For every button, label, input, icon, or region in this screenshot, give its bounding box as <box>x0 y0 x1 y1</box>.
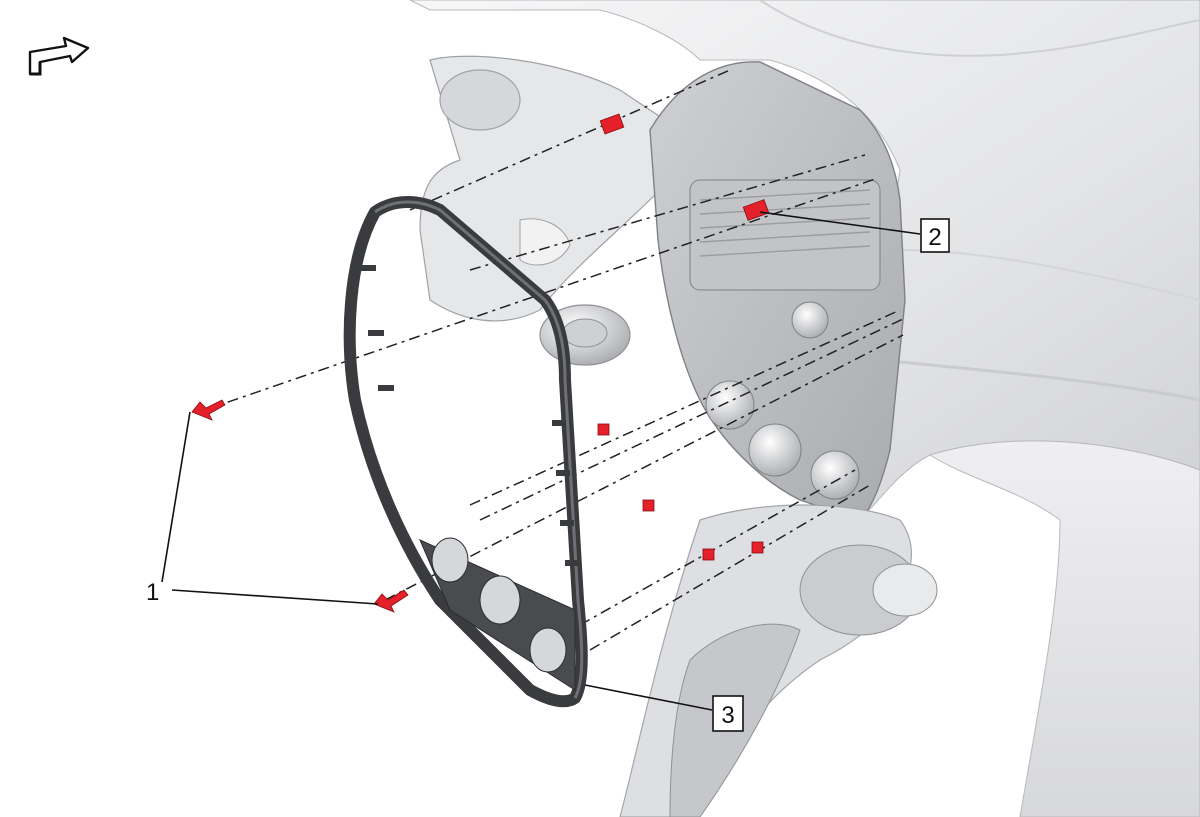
alignment-lines <box>204 69 906 651</box>
callout-2-label: 2 <box>928 224 941 251</box>
view-direction-arrow-icon <box>28 36 90 76</box>
center-console <box>619 504 938 817</box>
callout-1-label: 1 <box>146 579 159 606</box>
fastener-screw-lower <box>373 589 409 613</box>
retainer-clip-item-2 <box>742 199 770 221</box>
radio-cavity-frame <box>649 61 906 521</box>
retainer-clip-upper <box>599 113 625 135</box>
callout-2: 2 <box>920 218 950 253</box>
trim-bezel <box>343 196 588 708</box>
retainer-clip-small <box>597 423 764 561</box>
fastener-screw-upper <box>191 399 226 421</box>
callout-1: 1 <box>146 579 159 606</box>
callout-leader-lines <box>161 211 921 711</box>
callout-3-label: 3 <box>721 702 734 729</box>
callout-3: 3 <box>712 695 744 732</box>
